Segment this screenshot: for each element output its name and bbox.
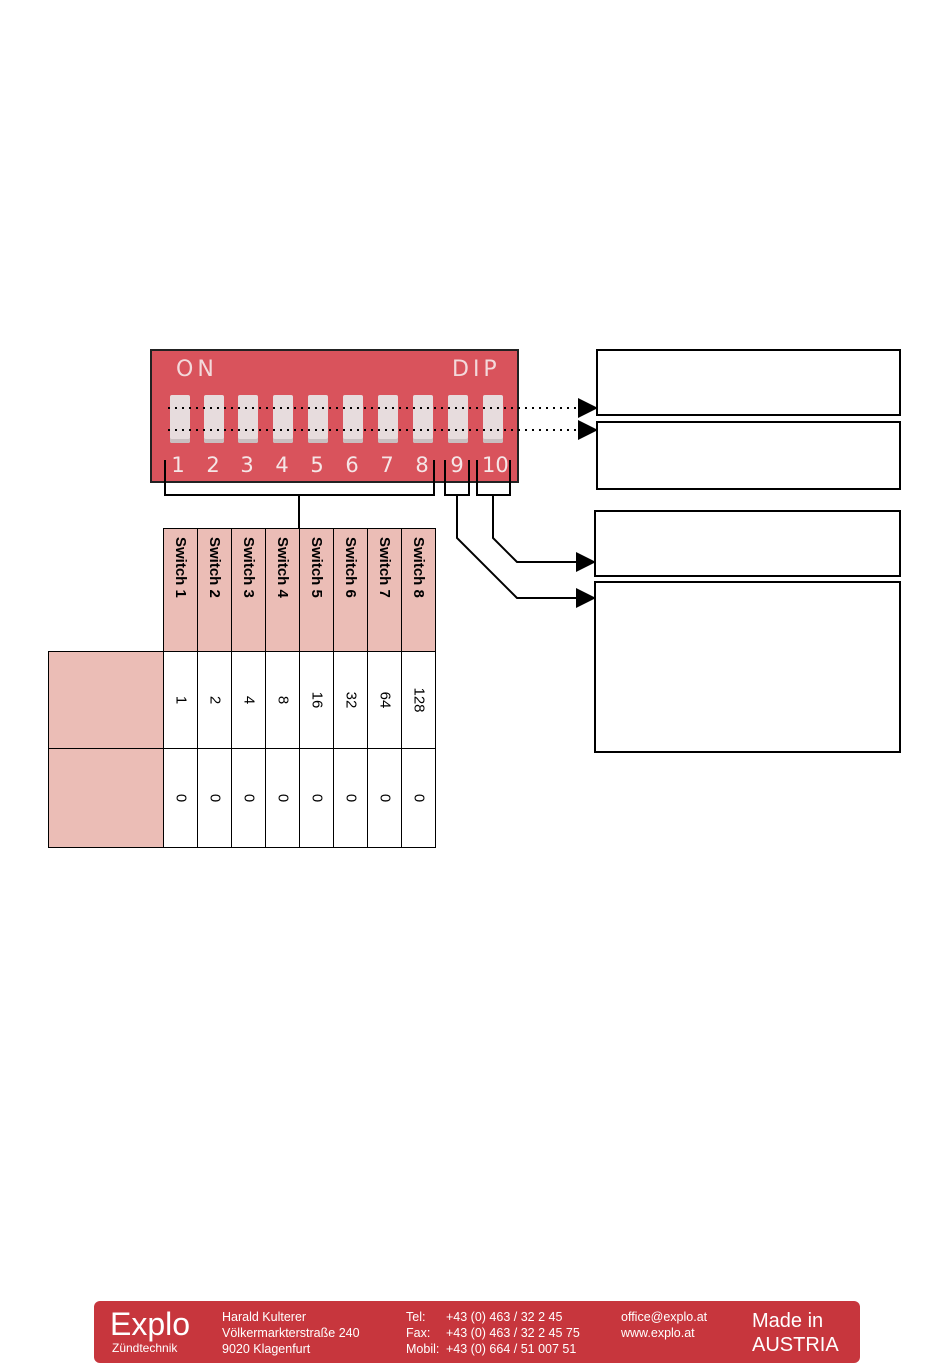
contact-city: 9020 Klagenfurt xyxy=(222,1342,311,1356)
brand-logo: Explo xyxy=(110,1306,191,1342)
table-corner xyxy=(49,529,164,652)
fax-number: +43 (0) 463 / 32 2 45 75 xyxy=(446,1326,580,1340)
table-header: Switch 3 xyxy=(231,528,266,652)
email-link[interactable]: office@explo.at xyxy=(621,1310,708,1324)
dip-number: 9 xyxy=(450,453,464,477)
dip-number: 7 xyxy=(380,453,394,477)
arrow-switch-10 xyxy=(492,495,596,572)
annotation-box-off xyxy=(596,421,901,490)
brand-subtitle: Zündtechnik xyxy=(112,1341,178,1355)
table-row-zeros: 0 0 0 0 0 0 0 0 xyxy=(48,748,436,848)
table-cell: 128 xyxy=(401,651,436,749)
table-header-row: Switch 1 Switch 2 Switch 3 Switch 4 Swit… xyxy=(49,528,436,652)
dip-number: 4 xyxy=(275,453,289,477)
tel-number: +43 (0) 463 / 32 2 45 xyxy=(446,1310,563,1324)
table-cell: 1 xyxy=(163,651,198,749)
dip-number: 3 xyxy=(240,453,254,477)
website-link[interactable]: www.explo.at xyxy=(621,1326,695,1340)
table-cell: 0 xyxy=(231,748,266,848)
footer-banner: Explo Zündtechnik Harald Kulterer Völker… xyxy=(94,1301,860,1363)
footer-phones: Tel: +43 (0) 463 / 32 2 45 Fax: +43 (0) 46… xyxy=(406,1309,580,1357)
row-label-values xyxy=(48,651,164,749)
dip-label: DIP xyxy=(452,357,501,382)
dip-number: 10 xyxy=(482,453,509,477)
table-cell: 16 xyxy=(299,651,334,749)
table-header: Switch 6 xyxy=(333,528,368,652)
arrow-switch-9 xyxy=(456,495,596,608)
dip-number: 2 xyxy=(206,453,220,477)
footer-web: office@explo.at www.explo.at xyxy=(621,1309,707,1341)
table-header: Switch 7 xyxy=(367,528,402,652)
table-cell: 2 xyxy=(197,651,232,749)
mobil-label: Mobil: xyxy=(406,1342,440,1356)
tel-label: Tel: xyxy=(406,1310,426,1324)
table-header: Switch 8 xyxy=(401,528,436,652)
table-cell: 64 xyxy=(367,651,402,749)
table-cell: 4 xyxy=(231,651,266,749)
table-cell: 32 xyxy=(333,651,368,749)
table-header: Switch 5 xyxy=(299,528,334,652)
bracket-switch-10 xyxy=(476,460,511,496)
made-in-austria: Made in AUSTRIA xyxy=(752,1309,839,1357)
dip-number: 8 xyxy=(415,453,429,477)
contact-street: Völkermarkterstraße 240 xyxy=(222,1326,360,1340)
table-header: Switch 4 xyxy=(265,528,300,652)
made-in-line-1: Made in xyxy=(752,1310,824,1332)
mobil-number: +43 (0) 664 / 51 007 51 xyxy=(446,1342,577,1356)
table-row-values: 1 2 4 8 16 32 64 128 xyxy=(48,651,436,749)
table-cell: 0 xyxy=(197,748,232,848)
dip-number: 6 xyxy=(345,453,359,477)
row-label-zeros xyxy=(48,748,164,848)
table-cell: 0 xyxy=(299,748,334,848)
annotation-box-on xyxy=(596,349,901,416)
table-header: Switch 1 xyxy=(163,528,198,652)
dip-number: 5 xyxy=(310,453,324,477)
table-cell: 0 xyxy=(401,748,436,848)
annotation-box-switch-10 xyxy=(594,510,901,577)
table-cell: 8 xyxy=(265,651,300,749)
table-cell: 0 xyxy=(163,748,198,848)
table-cell: 0 xyxy=(265,748,300,848)
contact-name: Harald Kulterer xyxy=(222,1310,307,1324)
table-cell: 0 xyxy=(367,748,402,848)
dip-on-label: ON xyxy=(176,357,218,382)
dip-number: 1 xyxy=(171,453,185,477)
bracket-switch-1-8 xyxy=(164,460,435,496)
table-cell: 0 xyxy=(333,748,368,848)
footer-address: Harald Kulterer Völkermarkterstraße 240 … xyxy=(222,1309,360,1357)
switch-value-table: Switch 1 Switch 2 Switch 3 Switch 4 Swit… xyxy=(48,528,436,848)
made-in-line-2: AUSTRIA xyxy=(752,1334,839,1356)
bracket-switch-9 xyxy=(444,460,470,496)
fax-label: Fax: xyxy=(406,1326,431,1340)
table-header: Switch 2 xyxy=(197,528,232,652)
annotation-box-switch-9 xyxy=(594,581,901,753)
connector-lines xyxy=(164,398,598,608)
